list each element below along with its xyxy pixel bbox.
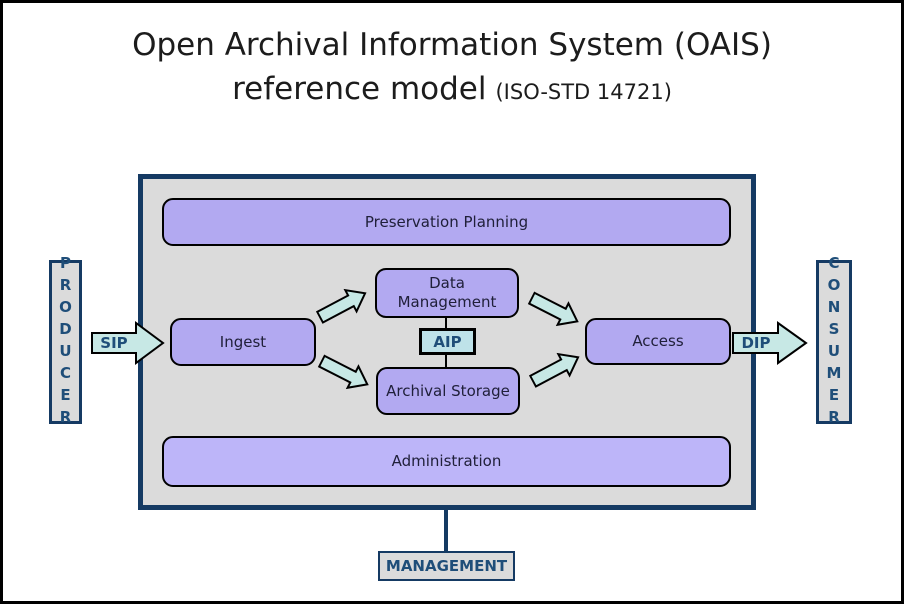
archival-storage-box: Archival Storage <box>376 367 520 415</box>
ingest-box: Ingest <box>170 318 316 366</box>
producer-box: PRODUCER <box>49 254 82 430</box>
data-management-label: Data Management <box>397 274 497 311</box>
flow-arrow-ingest-to-archival-storage-icon <box>317 354 369 390</box>
title-line-2: reference model (ISO-STD 14721) <box>3 67 901 114</box>
access-label: Access <box>632 332 684 350</box>
dip-label: DIP <box>741 334 771 352</box>
administration-box: Administration <box>162 436 731 487</box>
archival-storage-label: Archival Storage <box>386 381 510 400</box>
administration-label: Administration <box>391 452 502 470</box>
ingest-label: Ingest <box>219 332 267 351</box>
access-box: Access <box>585 318 731 365</box>
preservation-planning-box: Preservation Planning <box>162 198 731 246</box>
management-box: MANAGEMENT <box>378 551 515 581</box>
title-line-1: Open Archival Information System (OAIS) <box>132 27 772 63</box>
data-management-box: Data Management <box>375 268 519 318</box>
flow-arrow-data-management-to-access-icon <box>527 291 579 327</box>
page-title: Open Archival Information System (OAIS) … <box>3 23 901 114</box>
flow-arrow-ingest-to-data-management-icon <box>315 288 367 324</box>
consumer-label: CONSUMER <box>825 254 843 430</box>
producer-label: PRODUCER <box>56 254 75 430</box>
management-connector-line <box>444 508 448 552</box>
consumer-box: CONSUMER <box>816 254 852 430</box>
sip-label: SIP <box>100 334 128 352</box>
aip-box: AIP <box>419 328 476 355</box>
title-line-2-main: reference model <box>232 71 487 107</box>
management-label: MANAGEMENT <box>385 557 508 575</box>
title-standard-ref: (ISO-STD 14721) <box>495 80 672 104</box>
flow-arrow-archival-storage-to-access-icon <box>528 352 580 388</box>
preservation-planning-label: Preservation Planning <box>364 212 529 231</box>
sip-arrow-icon <box>91 321 165 365</box>
aip-label: AIP <box>433 332 462 351</box>
dip-arrow-icon <box>732 321 808 365</box>
